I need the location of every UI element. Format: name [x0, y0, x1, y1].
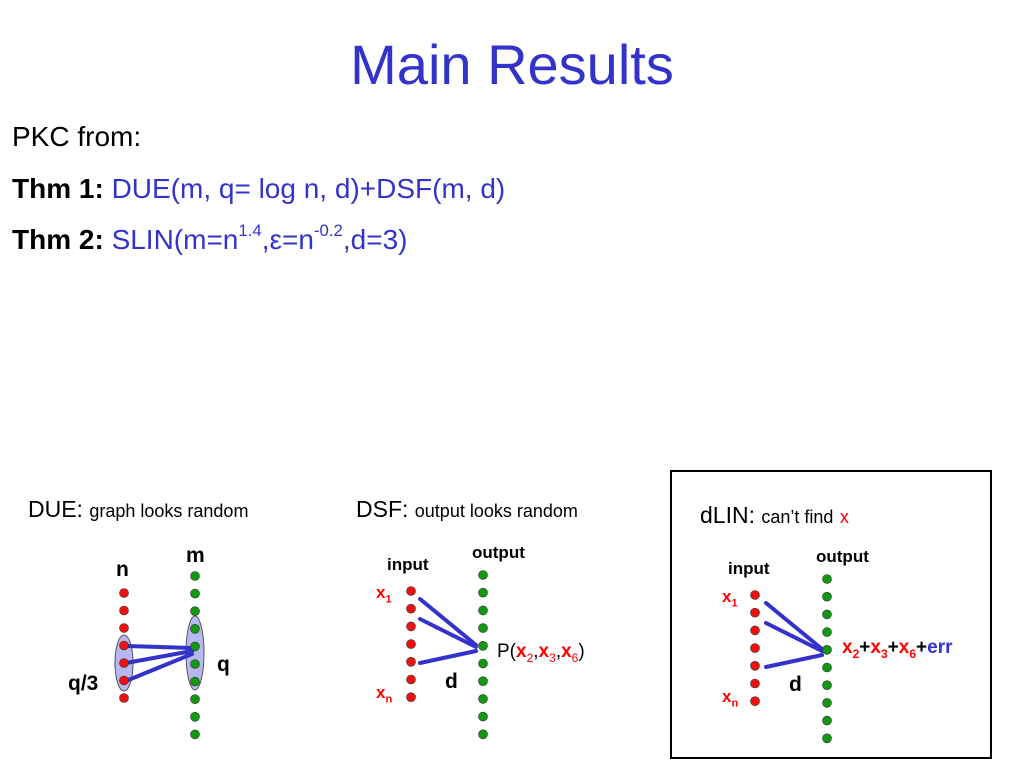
dlin-input-node — [750, 607, 760, 618]
dlin-heading: dLIN: can’t find x — [700, 502, 849, 528]
dsf-output-node — [478, 694, 488, 704]
dsf-input-node — [406, 639, 416, 649]
due-right-node — [190, 606, 200, 617]
edge-line — [764, 653, 824, 669]
thm2-line: Thm 2: SLIN(m=n1.4,ε=n-0.2,d=3) — [12, 221, 408, 257]
thm1-text: DUE(m, q= log n, d)+DSF(m, d) — [111, 173, 506, 204]
dlin-output-node — [822, 609, 832, 620]
dsf-output-label: output — [472, 543, 525, 562]
edge-line — [124, 649, 194, 665]
due-right-node — [190, 694, 200, 705]
edge-line — [764, 621, 824, 653]
due-left-node — [119, 693, 129, 703]
dlin-output-node — [822, 680, 832, 691]
due-right-node — [190, 676, 200, 687]
due-right-node — [190, 711, 200, 722]
dsf-output-node — [478, 729, 488, 740]
due-label-n: n — [116, 558, 129, 581]
thm2-label: Thm 2: — [12, 224, 104, 255]
thm1-label: Thm 1: — [12, 173, 104, 204]
edge-line — [418, 649, 478, 665]
dsf-output-node — [478, 605, 488, 616]
diagram-nodes — [114, 570, 832, 744]
dsf-xn-label: xn — [376, 683, 393, 706]
dsf-input-node — [406, 586, 416, 596]
dsf-input-label: input — [387, 555, 429, 574]
dlin-input-node — [750, 590, 760, 600]
dlin-input-node — [750, 678, 760, 689]
dsf-input-node — [406, 603, 416, 614]
dsf-heading: DSF: output looks random — [356, 496, 578, 522]
dlin-xn-label: xn — [722, 687, 739, 710]
due-right-node — [190, 641, 200, 652]
dsf-d-label: d — [445, 670, 458, 693]
dlin-input-label: input — [728, 559, 770, 578]
dlin-input-node — [750, 625, 760, 636]
dsf-output-node — [478, 623, 488, 633]
dlin-output-expr: x2+x3+x6+err — [842, 637, 953, 661]
edge-line — [418, 617, 478, 649]
dlin-output-label: output — [816, 547, 869, 566]
due-left-node — [119, 658, 129, 668]
dsf-input-node — [406, 692, 416, 703]
edge-line — [124, 652, 194, 683]
dlin-output-node — [822, 698, 832, 708]
dsf-x1-label: x1 — [376, 583, 392, 606]
dlin-output-node — [822, 715, 832, 726]
pkc-line: PKC from: — [12, 121, 142, 152]
edge-line — [418, 597, 478, 647]
thm1-line: Thm 1: DUE(m, q= log n, d)+DSF(m, d) — [12, 172, 505, 206]
thm2-text: SLIN(m=n1.4,ε=n-0.2,d=3) — [111, 221, 408, 255]
due-label-q3: q/3 — [68, 672, 99, 695]
due-left-node — [119, 605, 129, 616]
dsf-output-node — [478, 640, 488, 651]
dlin-output-node — [822, 733, 832, 744]
dsf-output-node — [478, 711, 488, 722]
dlin-output-node — [822, 644, 832, 655]
due-label-m: m — [186, 544, 205, 567]
due-right-node — [190, 659, 200, 669]
due-left-node — [119, 640, 129, 651]
dlin-output-node — [822, 627, 832, 637]
dlin-input-node — [750, 643, 760, 653]
dlin-output-node — [822, 591, 832, 602]
dlin-x1-label: x1 — [722, 587, 738, 610]
due-right-node — [190, 588, 200, 599]
dsf-input-node — [406, 621, 416, 632]
due-left-node — [119, 588, 129, 598]
dsf-input-node — [406, 656, 416, 667]
due-right-node — [190, 571, 200, 581]
dsf-output-node — [478, 587, 488, 598]
dsf-output-expr: P(x2,x3,x6) — [497, 641, 585, 665]
due-right-node — [190, 729, 200, 740]
due-heading: DUE: graph looks random — [28, 496, 249, 522]
dsf-output-node — [478, 676, 488, 687]
dlin-box — [670, 470, 992, 759]
dlin-input-node — [750, 696, 760, 707]
due-label-q: q — [217, 653, 230, 676]
dlin-output-node — [822, 662, 832, 673]
dlin-output-node — [822, 574, 832, 584]
due-right-node — [190, 623, 200, 634]
dsf-output-node — [478, 658, 488, 669]
due-left-node — [119, 623, 129, 633]
dsf-input-node — [406, 674, 416, 685]
dlin-d-label: d — [789, 673, 802, 696]
due-left-node — [119, 675, 129, 686]
edge-line — [124, 644, 194, 650]
dlin-input-node — [750, 660, 760, 671]
edge-line — [764, 601, 824, 651]
slide-title: Main Results — [350, 33, 674, 96]
dsf-output-node — [478, 570, 488, 580]
